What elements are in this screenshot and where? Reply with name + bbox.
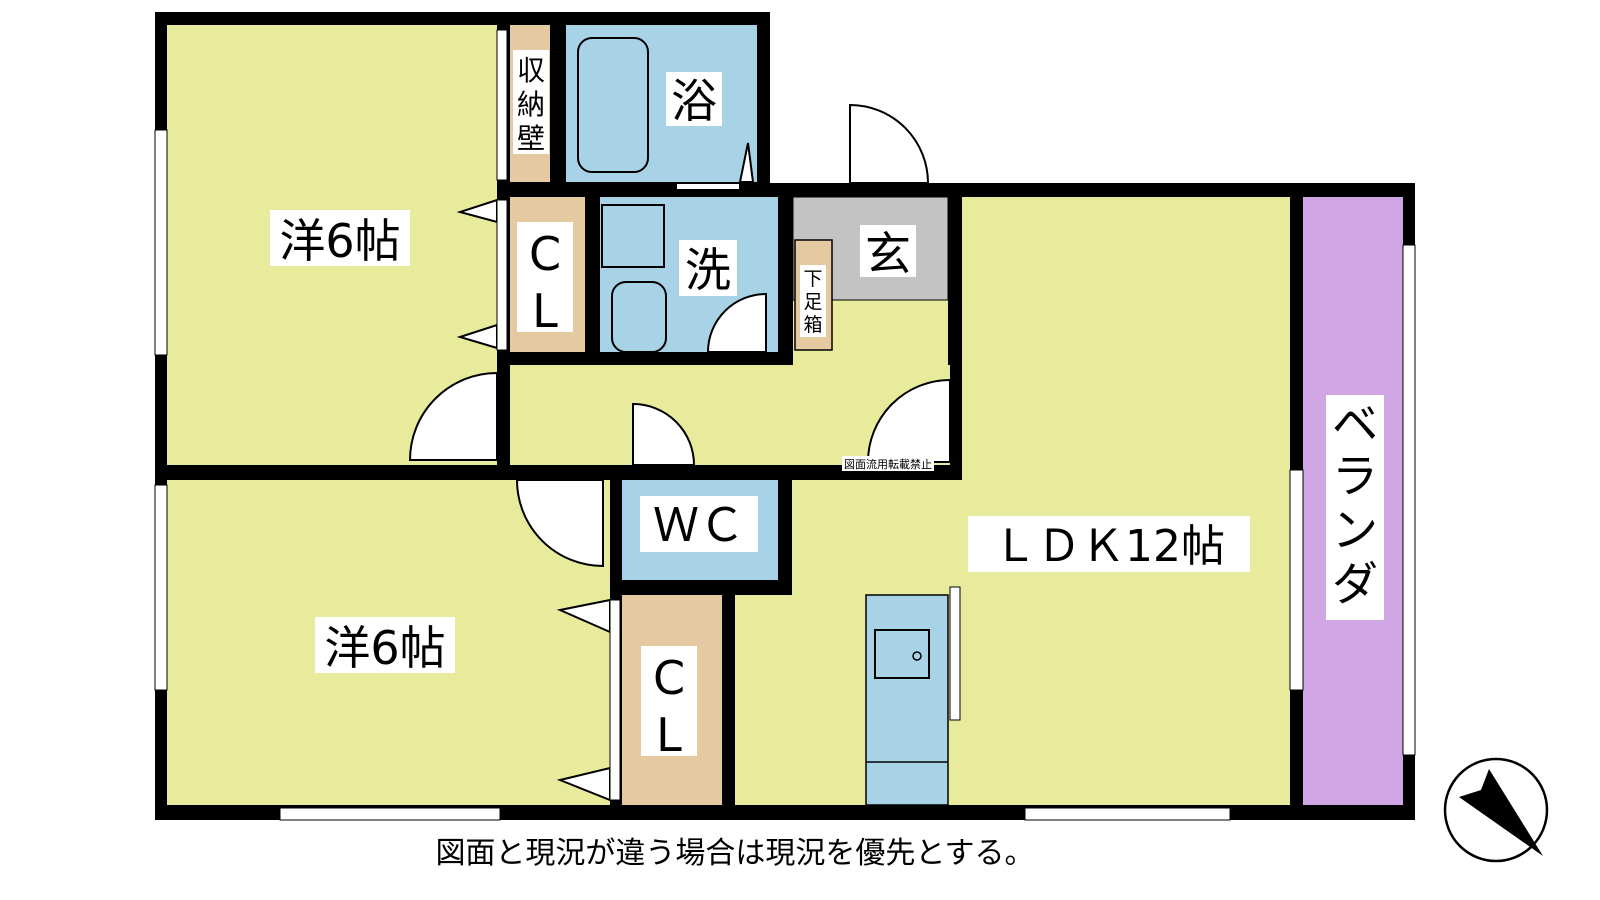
washbasin xyxy=(601,204,665,268)
labels: 洋6帖 洋6帖 収 納 壁 浴 C L 洗 玄 下 足 箱 図面流用転載禁止 Ｗ… xyxy=(270,50,1384,871)
label-storage-2: 納 xyxy=(517,88,545,121)
bath-door-leaf xyxy=(738,142,755,183)
kitchen-wall-edge xyxy=(949,586,961,721)
label-storage-1: 収 xyxy=(517,54,545,87)
label-ldk: ＬＤＫ12帖 xyxy=(993,521,1225,572)
label-entrance: 玄 xyxy=(865,227,911,281)
label-wc: ＷＣ xyxy=(653,498,745,552)
ldk-door[interactable] xyxy=(866,378,951,463)
sink-drain xyxy=(912,651,922,661)
ldk xyxy=(962,197,1290,805)
window-veranda xyxy=(1289,469,1304,691)
label-veranda-4: ダ xyxy=(1332,557,1378,611)
window-right xyxy=(1402,244,1416,756)
label-western-1: 洋6帖 xyxy=(279,214,400,268)
wc-door[interactable] xyxy=(632,402,696,466)
label-closet2-l: L xyxy=(656,708,682,762)
label-wash: 洗 xyxy=(685,243,731,297)
label-shoe-1: 下 xyxy=(803,268,822,290)
sink xyxy=(874,629,930,679)
bath-door[interactable] xyxy=(675,182,741,191)
closet1-edge xyxy=(496,199,508,351)
label-western-2: 洋6帖 xyxy=(324,621,445,675)
label-veranda-1: ベ xyxy=(1332,397,1378,451)
room2-door[interactable] xyxy=(515,479,604,568)
footer-note: 図面と現況が違う場合は現況を優先とする。 xyxy=(435,836,1034,871)
window-bottom-2 xyxy=(1024,807,1231,821)
label-closet1-l: L xyxy=(532,284,558,338)
wash-door[interactable] xyxy=(706,292,767,353)
bathtub xyxy=(577,37,649,173)
window-left-1 xyxy=(154,129,168,356)
ldk-left-lower xyxy=(735,595,835,805)
windows xyxy=(154,29,1416,821)
front-door[interactable] xyxy=(849,103,930,184)
watermark: 図面流用転載禁止 xyxy=(844,457,932,471)
kitchen-counter xyxy=(865,594,949,806)
north-arrow-icon xyxy=(1443,757,1549,863)
closet2-edge xyxy=(609,599,621,801)
label-veranda-2: ラ xyxy=(1332,449,1378,503)
label-bath: 浴 xyxy=(671,74,717,128)
washing-machine xyxy=(611,281,667,353)
label-closet2-c: C xyxy=(653,651,685,705)
window-bottom-1 xyxy=(279,807,501,821)
label-storage-3: 壁 xyxy=(517,122,545,155)
room1-door[interactable] xyxy=(408,371,498,461)
label-shoe-3: 箱 xyxy=(803,314,822,336)
label-closet1-c: C xyxy=(529,227,561,281)
label-veranda-3: ン xyxy=(1332,503,1378,557)
window-left-2 xyxy=(154,484,168,691)
label-shoe-2: 足 xyxy=(803,291,822,313)
storage-wall-edge xyxy=(496,29,508,181)
